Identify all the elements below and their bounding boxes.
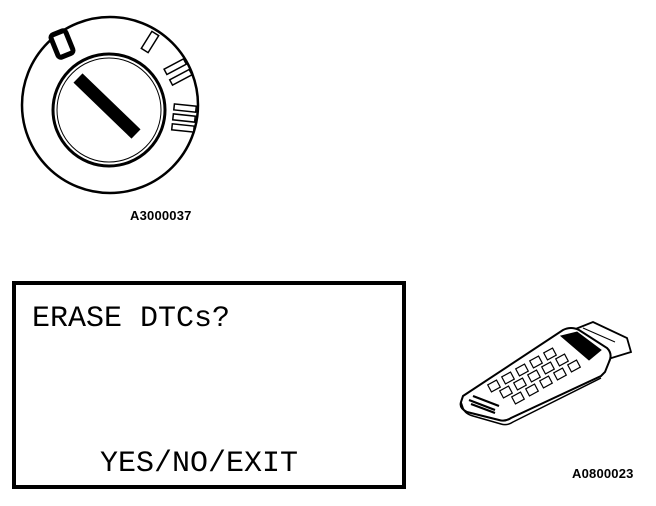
scan-tool-grip (468, 394, 500, 415)
ignition-switch-illustration (20, 15, 200, 195)
handheld-scan-tool-illustration (459, 321, 633, 426)
figure-code-ignition: A3000037 (130, 208, 192, 223)
figure-code-tool: A0800023 (572, 466, 634, 481)
display-prompt-text: ERASE DTCs? (32, 302, 231, 336)
ignition-position-2-mark (163, 57, 193, 87)
scan-tool-display: ERASE DTCs? YES/NO/EXIT (12, 281, 406, 489)
ignition-lock-inner-ring (56, 57, 162, 163)
ignition-position-1-mark (140, 30, 160, 54)
scan-tool-screen (559, 331, 602, 361)
ignition-key-slot (73, 73, 141, 139)
scan-tool-keypad (486, 347, 582, 405)
ignition-position-0-mark (48, 28, 76, 60)
ignition-position-3-mark (170, 103, 198, 133)
display-options-text: YES/NO/EXIT (100, 447, 299, 481)
